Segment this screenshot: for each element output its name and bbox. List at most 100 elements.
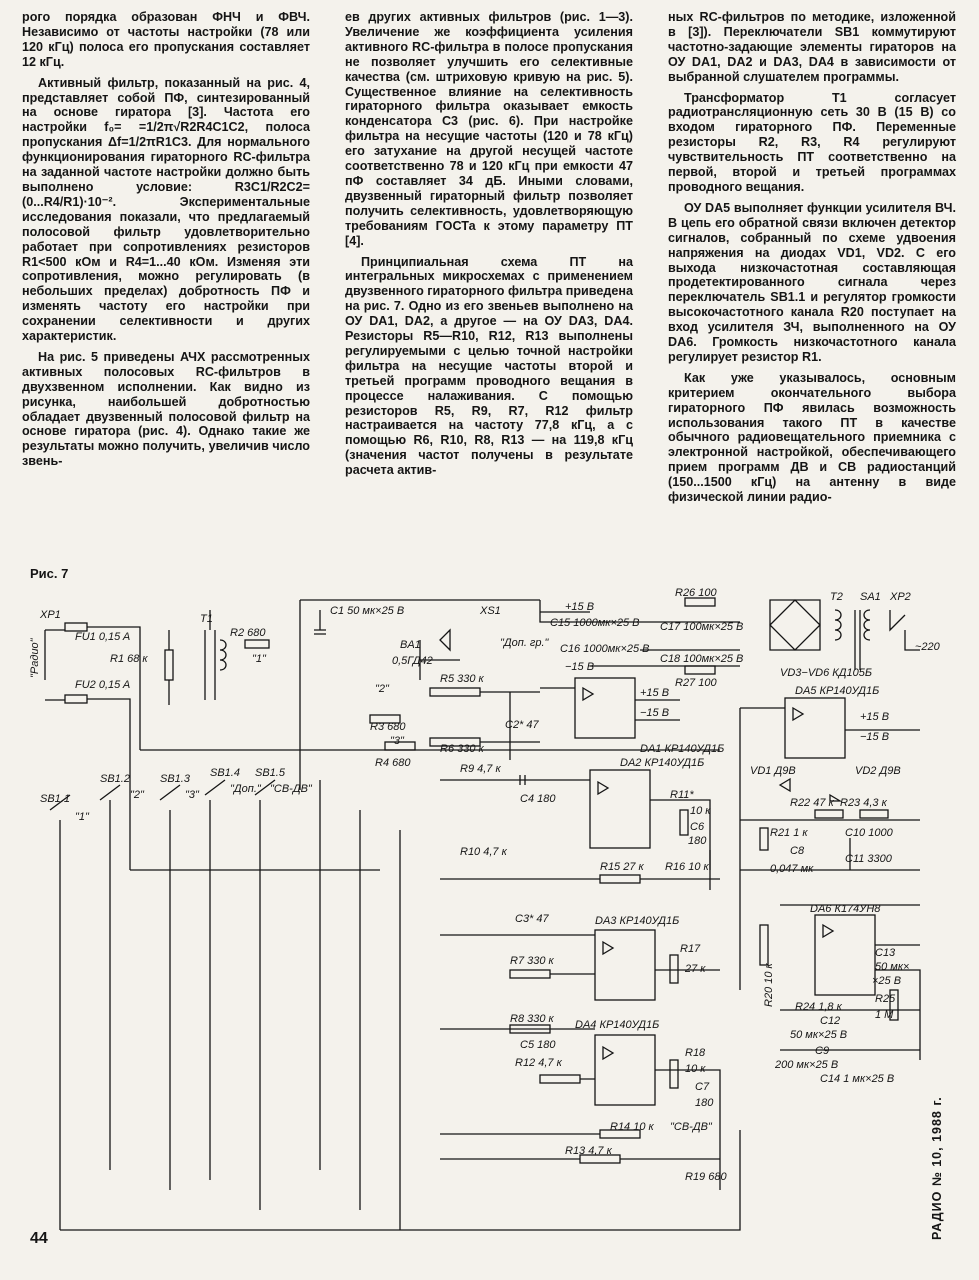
label-c18: C18 100мк×25 В (660, 653, 743, 665)
label-fu2: FU2 0,15 A (75, 679, 130, 691)
label-sb11: SB1.1 (40, 793, 70, 805)
label-qd: "Доп." (230, 783, 262, 795)
label-q1: "1" (75, 811, 90, 823)
label-r18b: 10 к (685, 1063, 706, 1075)
label-fu1: FU1 0,15 A (75, 631, 130, 643)
label-c7b: 180 (695, 1097, 714, 1109)
label-r5: R5 330 к (440, 673, 485, 685)
paragraph: Принципиальная схема ПТ на интегральных … (345, 254, 633, 478)
text-column-2: ев других активных фильтров (рис. 1—3). … (345, 10, 633, 484)
label-r9: R9 4,7 к (460, 763, 501, 775)
label-r14: R14 10 к (610, 1121, 655, 1133)
label-c5: C5 180 (520, 1039, 556, 1051)
label-c14: C14 1 мк×25 В (820, 1073, 894, 1085)
label-vd: VD3−VD6 КД105Б (780, 667, 872, 679)
label-c13c: ×25 В (872, 975, 901, 987)
label-c11: C11 3300 (845, 853, 893, 865)
paragraph: На рис. 5 приведены АЧХ рассмотренных ак… (22, 349, 310, 469)
label-xp2: XP2 (889, 591, 911, 603)
label-r17b: 27 к (684, 963, 706, 975)
label-r1: R1 68 к (110, 653, 148, 665)
page-number: 44 (30, 1230, 48, 1247)
label-r22: R22 47 к (790, 797, 835, 809)
label-da4: DA4 КР140УД1Б (575, 1019, 659, 1031)
label-r18: R18 (685, 1047, 706, 1059)
label-t2: T2 (830, 591, 843, 603)
label-r11: R11* (670, 789, 694, 801)
label-sb15: SB1.5 (255, 767, 286, 779)
label-r17: R17 (680, 943, 701, 955)
label-c15: C15 1000мк×25 В (550, 617, 640, 629)
paragraph: Активный фильтр, показанный на рис. 4, п… (22, 75, 310, 344)
label-r6: R6 330 к (440, 743, 485, 755)
paragraph: рого порядка образован ФНЧ и ФВЧ. Незави… (22, 10, 310, 69)
label-da3: DA3 КР140УД1Б (595, 915, 679, 927)
label-c13b: 50 мк× (875, 961, 909, 973)
label-r21: R21 1 к (770, 827, 808, 839)
label-r3: R3 680 (370, 721, 406, 733)
label-p15-c: +15 В (860, 711, 889, 723)
label-qsv: "СВ-ДВ" (270, 783, 313, 795)
label-r4: R4 680 (375, 757, 411, 769)
label-sb12: SB1.2 (100, 773, 130, 785)
label-c2: C2* 47 (505, 719, 540, 731)
label-c4: C4 180 (520, 793, 556, 805)
paragraph: Трансформатор Т1 согласует радиотрансляц… (668, 90, 956, 194)
label-ba1b: 0,5ГД42 (392, 655, 433, 667)
label-c8: C8 (790, 845, 805, 857)
label-c8b: 0,047 мк (770, 863, 814, 875)
label-m15-c: −15 В (860, 731, 889, 743)
label-r15: R15 27 к (600, 861, 645, 873)
label-c6b: 180 (688, 835, 707, 847)
label-r23: R23 4,3 к (840, 797, 888, 809)
label-r25b: 1 М (875, 1009, 894, 1021)
label-sb14: SB1.4 (210, 767, 240, 779)
paragraph: Как уже указывалось, основным критерием … (668, 370, 956, 505)
label-r7: R7 330 к (510, 955, 555, 967)
label-r2: R2 680 (230, 627, 266, 639)
label-r3b: "2" (375, 683, 390, 695)
label-c9: C9 (815, 1045, 829, 1057)
label-da6: DA6 К174УН8 (810, 903, 881, 915)
label-r27: R27 100 (675, 677, 717, 689)
label-p15-b: +15 В (640, 687, 669, 699)
label-r11b: 10 к (690, 805, 711, 817)
label-p15-a: +15 В (565, 601, 594, 613)
label-r10: R10 4,7 к (460, 846, 508, 858)
label-vd1: VD1 Д9В (750, 765, 796, 777)
figure-caption: Рис. 7 (30, 566, 69, 581)
label-da5: DA5 КР140УД1Б (795, 685, 879, 697)
label-dop: "Доп. гр." (500, 637, 550, 649)
label-c13: C13 (875, 947, 896, 959)
label-radio: "Радио" (29, 637, 41, 678)
label-c3: C3* 47 (515, 913, 550, 925)
label-c17: C17 100мк×25 В (660, 621, 743, 633)
label-c10: C10 1000 (845, 827, 894, 839)
label-da2: DA2 КР140УД1Б (620, 757, 704, 769)
label-r26: R26 100 (675, 587, 717, 599)
label-r20: R20 10 к (763, 962, 775, 1007)
label-xp1: XP1 (39, 609, 61, 621)
label-r2b: "1" (252, 653, 267, 665)
label-r16: R16 10 к (665, 861, 710, 873)
text-column-1: рого порядка образован ФНЧ и ФВЧ. Незави… (22, 10, 310, 475)
label-sb13: SB1.3 (160, 773, 191, 785)
label-t1: T1 (200, 613, 213, 625)
label-c12: C12 (820, 1015, 840, 1027)
label-ba1: BA1 (400, 639, 421, 651)
paragraph: ных RC-фильтров по методике, изложенной … (668, 10, 956, 84)
paragraph: ОУ DA5 выполняет функции усилителя ВЧ. В… (668, 200, 956, 364)
label-m15-b: −15 В (640, 707, 669, 719)
circuit-schematic: XP1 "Радио" FU1 0,15 A FU2 0,15 A R1 68 … (29, 587, 940, 1231)
label-r4b: "3" (390, 735, 405, 747)
label-sa1: SA1 (860, 591, 881, 603)
label-m15-a: −15 В (565, 661, 594, 673)
label-c16: C16 1000мк×25 В (560, 643, 650, 655)
label-c7: C7 (695, 1081, 710, 1093)
label-q3: "3" (185, 789, 200, 801)
label-q2: "2" (130, 789, 145, 801)
label-c1: C1 50 мк×25 В (330, 605, 404, 617)
label-r24: R24 1,8 к (795, 1001, 843, 1013)
label-r25: R25 (875, 993, 896, 1005)
label-c6: C6 (690, 821, 705, 833)
